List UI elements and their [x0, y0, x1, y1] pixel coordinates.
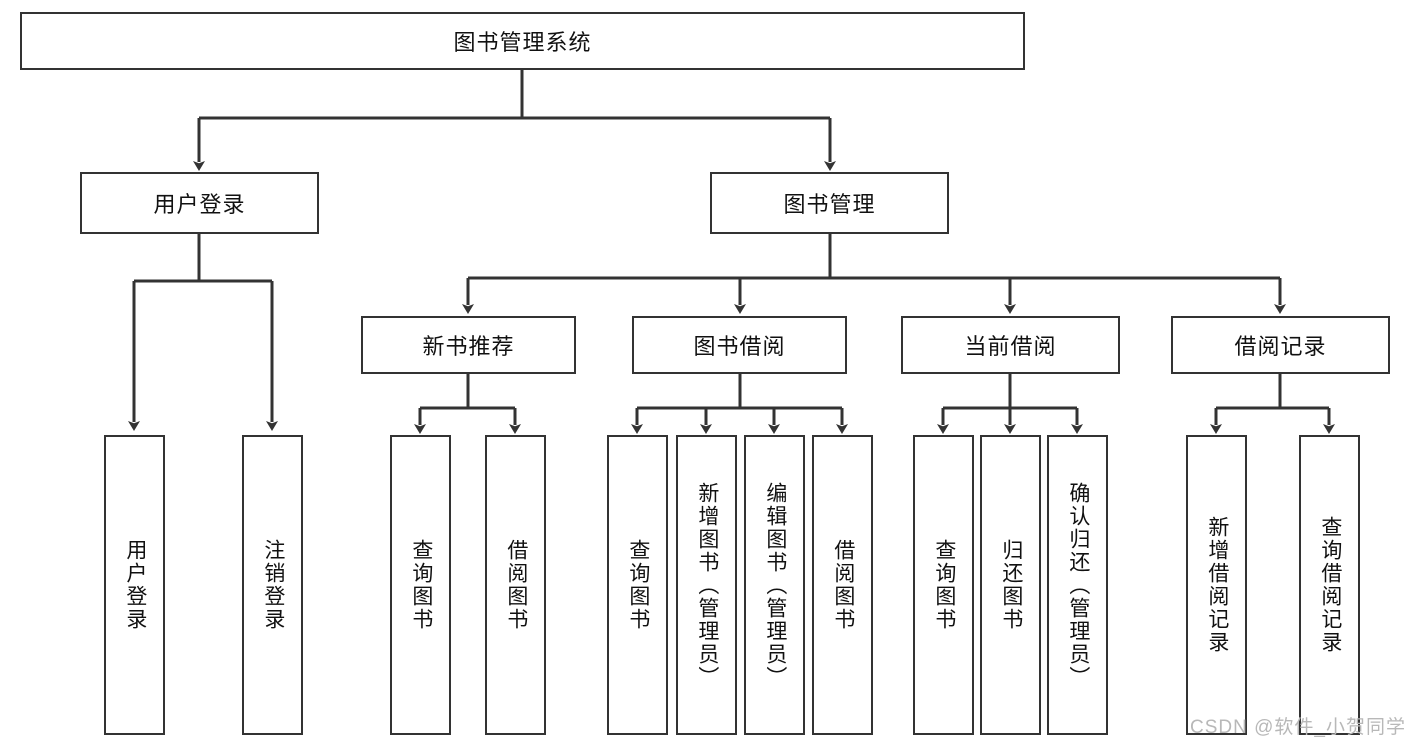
leaf-edit-book[interactable]: 编辑图书（管理员）: [744, 435, 805, 735]
leaf-borrow-book-2-label: 借阅图书: [831, 539, 855, 631]
leaf-borrow-book-1-label: 借阅图书: [504, 539, 528, 631]
leaf-user-login-label: 用户登录: [123, 539, 147, 631]
leaf-borrow-book-2[interactable]: 借阅图书: [812, 435, 873, 735]
leaf-return-book[interactable]: 归还图书: [980, 435, 1041, 735]
leaf-query-book-2-label: 查询图书: [626, 539, 650, 631]
node-borrow-record-label: 借阅记录: [1234, 334, 1327, 359]
node-user-login-label: 用户登录: [153, 192, 246, 217]
node-user-login[interactable]: 用户登录: [80, 172, 319, 234]
node-new-book-recommend-label: 新书推荐: [422, 334, 515, 359]
leaf-query-book-1[interactable]: 查询图书: [390, 435, 451, 735]
leaf-query-book-3[interactable]: 查询图书: [913, 435, 974, 735]
node-book-manage[interactable]: 图书管理: [710, 172, 949, 234]
leaf-edit-book-label: 编辑图书（管理员）: [763, 481, 787, 689]
leaf-add-record[interactable]: 新增借阅记录: [1186, 435, 1247, 735]
node-book-borrow-label: 图书借阅: [693, 334, 786, 359]
leaf-logout-login-label: 注销登录: [261, 539, 285, 631]
leaf-return-book-label: 归还图书: [999, 539, 1023, 631]
leaf-confirm-return[interactable]: 确认归还（管理员）: [1047, 435, 1108, 735]
node-root-label: 图书管理系统: [453, 30, 592, 55]
leaf-add-book-label: 新增图书（管理员）: [695, 481, 719, 689]
leaf-query-record-label: 查询借阅记录: [1318, 516, 1342, 654]
node-current-borrow-label: 当前借阅: [964, 334, 1057, 359]
node-borrow-record[interactable]: 借阅记录: [1171, 316, 1390, 374]
leaf-user-login[interactable]: 用户登录: [104, 435, 165, 735]
node-root[interactable]: 图书管理系统: [20, 12, 1025, 70]
leaf-query-book-1-label: 查询图书: [409, 539, 433, 631]
leaf-add-record-label: 新增借阅记录: [1205, 516, 1229, 654]
watermark: CSDN @软件_小贺同学: [1190, 717, 1405, 738]
leaf-borrow-book-1[interactable]: 借阅图书: [485, 435, 546, 735]
node-new-book-recommend[interactable]: 新书推荐: [361, 316, 576, 374]
leaf-query-record[interactable]: 查询借阅记录: [1299, 435, 1360, 735]
leaf-logout-login[interactable]: 注销登录: [242, 435, 303, 735]
node-book-manage-label: 图书管理: [783, 192, 876, 217]
leaf-add-book[interactable]: 新增图书（管理员）: [676, 435, 737, 735]
node-book-borrow[interactable]: 图书借阅: [632, 316, 847, 374]
leaf-query-book-3-label: 查询图书: [932, 539, 956, 631]
leaf-confirm-return-label: 确认归还（管理员）: [1066, 481, 1090, 689]
node-current-borrow[interactable]: 当前借阅: [901, 316, 1120, 374]
leaf-query-book-2[interactable]: 查询图书: [607, 435, 668, 735]
